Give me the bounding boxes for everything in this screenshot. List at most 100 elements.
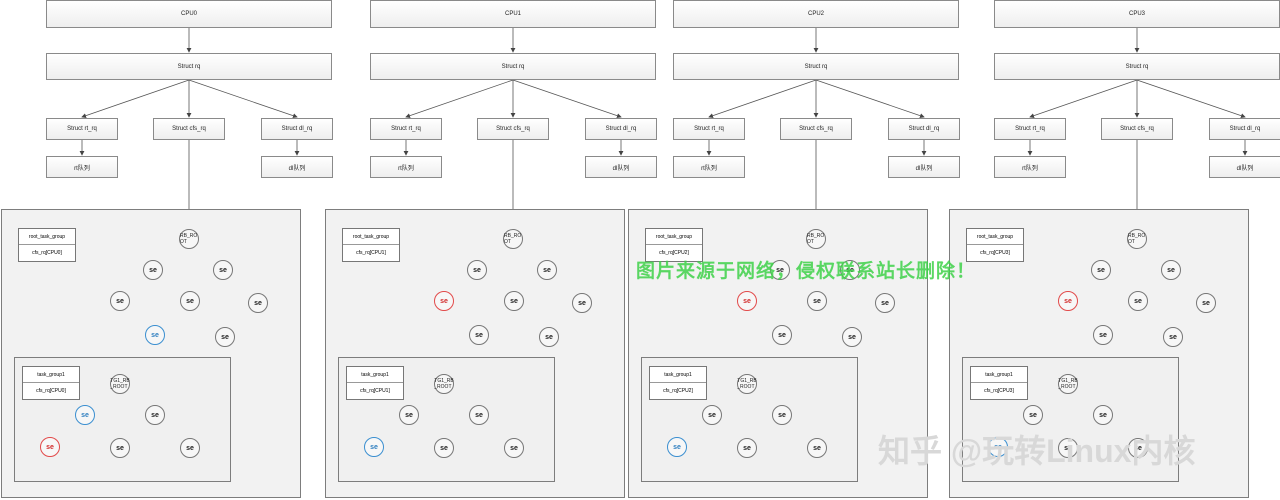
task-group1-label: task_group1 cfs_rq[CPU3] — [970, 366, 1028, 400]
cpu-header-box: CPU2 — [673, 0, 959, 28]
se-node: se — [807, 438, 827, 458]
struct-rt-rq-box: Struct rt_rq — [994, 118, 1066, 140]
struct-rq-box: Struct rq — [673, 53, 959, 80]
se-node: se — [213, 260, 233, 280]
se-node-red: se — [40, 437, 60, 457]
rb-root-node: RB_RO OT — [179, 229, 199, 249]
se-node: se — [248, 293, 268, 313]
se-node: se — [145, 405, 165, 425]
cpu-header-box: CPU0 — [46, 0, 332, 28]
task-group-name: root_task_group — [646, 229, 702, 245]
task-group-cfs-rq: cfs_rq[CPU1] — [356, 250, 386, 256]
se-node: se — [807, 291, 827, 311]
se-node: se — [842, 327, 862, 347]
connector-line — [815, 79, 925, 118]
se-node-blue: se — [145, 325, 165, 345]
se-node: se — [1058, 438, 1078, 458]
se-node: se — [215, 327, 235, 347]
se-node: se — [1023, 405, 1043, 425]
connector-line — [1029, 79, 1138, 118]
se-node: se — [1128, 438, 1148, 458]
se-node-red: se — [434, 291, 454, 311]
task-group-name: root_task_group — [343, 229, 399, 245]
se-node: se — [539, 327, 559, 347]
struct-rt-rq-box: Struct rt_rq — [673, 118, 745, 140]
se-node: se — [434, 438, 454, 458]
se-node: se — [143, 260, 163, 280]
se-node: se — [399, 405, 419, 425]
task-group-name: task_group1 — [347, 367, 403, 383]
se-node: se — [110, 291, 130, 311]
zhihu-credit: 知乎 @玩转Linux内核 — [878, 433, 1196, 469]
se-node: se — [537, 260, 557, 280]
se-node: se — [1093, 325, 1113, 345]
se-node: se — [504, 291, 524, 311]
task-group-cfs-rq: cfs_rq[CPU2] — [659, 250, 689, 256]
rb-root-node: RB_RO OT — [1127, 229, 1147, 249]
se-node: se — [875, 293, 895, 313]
task-group-name: root_task_group — [967, 229, 1023, 245]
rt-queue-box: rt队列 — [994, 156, 1066, 178]
rt-queue-box: rt队列 — [673, 156, 745, 178]
se-node: se — [469, 325, 489, 345]
cpu-header-box: CPU3 — [994, 0, 1280, 28]
tg1-rb-root-node: TG1_RB _ROOT — [434, 374, 454, 394]
se-node: se — [1091, 260, 1111, 280]
se-node-blue: se — [988, 437, 1008, 457]
se-node: se — [1093, 405, 1113, 425]
struct-dl-rq-box: Struct dl_rq — [888, 118, 960, 140]
struct-rt-rq-box: Struct rt_rq — [46, 118, 118, 140]
se-node: se — [110, 438, 130, 458]
struct-rt-rq-box: Struct rt_rq — [370, 118, 442, 140]
se-node: se — [504, 438, 524, 458]
task-group-name: root_task_group — [19, 229, 75, 245]
se-node: se — [469, 405, 489, 425]
root-task-group-label: root_task_group cfs_rq[CPU1] — [342, 228, 400, 262]
dl-queue-box: dl队列 — [888, 156, 960, 178]
se-node-blue: se — [667, 437, 687, 457]
struct-rq-box: Struct rq — [46, 53, 332, 80]
task-group-cfs-rq: cfs_rq[CPU3] — [984, 388, 1014, 394]
struct-dl-rq-box: Struct dl_rq — [1209, 118, 1280, 140]
rb-root-node: RB_RO OT — [806, 229, 826, 249]
se-node: se — [1161, 260, 1181, 280]
rb-root-node: RB_RO OT — [503, 229, 523, 249]
rt-queue-box: rt队列 — [46, 156, 118, 178]
task-group-name: task_group1 — [23, 367, 79, 383]
root-task-group-label: root_task_group cfs_rq[CPU3] — [966, 228, 1024, 262]
se-node-blue: se — [75, 405, 95, 425]
connector-line — [1136, 79, 1246, 118]
root-task-group-label: root_task_group cfs_rq[CPU2] — [645, 228, 703, 262]
struct-cfs-rq-box: Struct cfs_rq — [477, 118, 549, 140]
se-node: se — [180, 291, 200, 311]
se-node: se — [702, 405, 722, 425]
dl-queue-box: dl队列 — [1209, 156, 1280, 178]
se-node: se — [737, 438, 757, 458]
connector-line — [512, 79, 622, 118]
tg1-rb-root-node: TG1_RB _ROOT — [110, 374, 130, 394]
task-group-name: task_group1 — [971, 367, 1027, 383]
se-node: se — [840, 260, 860, 280]
dl-queue-box: dl队列 — [261, 156, 333, 178]
connector-line — [81, 79, 190, 118]
task-group-cfs-rq: cfs_rq[CPU3] — [980, 250, 1010, 256]
se-node: se — [1163, 327, 1183, 347]
struct-cfs-rq-box: Struct cfs_rq — [780, 118, 852, 140]
tg1-rb-root-node: TG1_RB _ROOT — [1058, 374, 1078, 394]
connector-line — [188, 79, 298, 118]
se-node: se — [572, 293, 592, 313]
watermark-text: 图片来源于网络，侵权联系站长删除！ — [636, 261, 977, 282]
se-node: se — [772, 405, 792, 425]
connector-line — [405, 79, 514, 118]
task-group-cfs-rq: cfs_rq[CPU2] — [663, 388, 693, 394]
se-node: se — [1196, 293, 1216, 313]
se-node: se — [772, 325, 792, 345]
struct-rq-box: Struct rq — [370, 53, 656, 80]
se-node: se — [467, 260, 487, 280]
struct-cfs-rq-box: Struct cfs_rq — [1101, 118, 1173, 140]
tg1-rb-root-node: TG1_RB _ROOT — [737, 374, 757, 394]
